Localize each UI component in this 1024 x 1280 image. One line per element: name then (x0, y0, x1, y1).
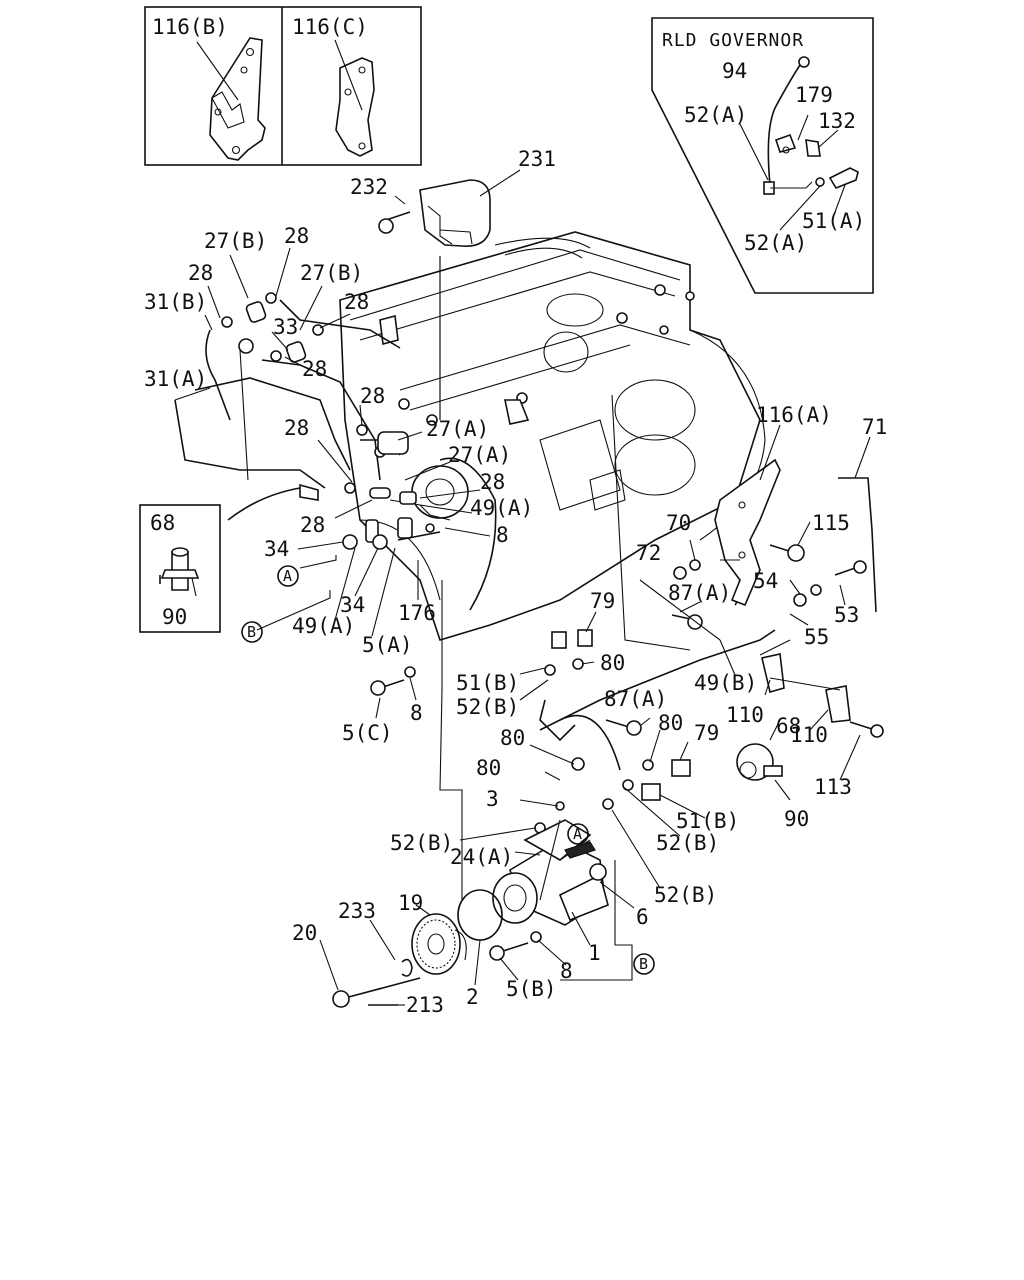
callout-28: 28 (188, 261, 213, 285)
rld-governor-title: RLD GOVERNOR (662, 30, 804, 51)
callout-116a: 116(A) (756, 403, 832, 427)
callout-115: 115 (812, 511, 850, 535)
label-clip-68: 68 (150, 511, 175, 535)
callout-213: 213 (406, 993, 444, 1017)
label-116b: 116(B) (152, 15, 228, 39)
callout-28: 28 (302, 357, 327, 381)
callout-176: 176 (398, 601, 436, 625)
callout-2: 2 (466, 985, 479, 1009)
callout-28: 28 (360, 384, 385, 408)
callout-53: 53 (834, 603, 859, 627)
ref-mark-a: A (573, 825, 582, 843)
ref-mark-a: A (283, 567, 292, 585)
callout-52b: 52(B) (656, 831, 719, 855)
callout-28: 28 (480, 470, 505, 494)
callout-94: 94 (722, 59, 747, 83)
callout-71: 71 (862, 415, 887, 439)
callout-27b: 27(B) (300, 261, 363, 285)
callout-110: 110 (726, 703, 764, 727)
callout-52a: 52(A) (684, 103, 747, 127)
callout-87a: 87(A) (604, 687, 667, 711)
callout-27a: 27(A) (426, 417, 489, 441)
callout-179: 179 (795, 83, 833, 107)
callout-80: 80 (500, 726, 525, 750)
callout-52b: 52(B) (654, 883, 717, 907)
callout-27b: 27(B) (204, 229, 267, 253)
callout-70: 70 (666, 511, 691, 535)
callout-90: 90 (784, 807, 809, 831)
injection-pump-assembly (332, 819, 609, 1008)
callout-8: 8 (410, 701, 423, 725)
callout-52b: 52(B) (456, 695, 519, 719)
callout-28: 28 (300, 513, 325, 537)
callout-20: 20 (292, 921, 317, 945)
callout-132: 132 (818, 109, 856, 133)
callout-3: 3 (486, 787, 499, 811)
inset-rld-governor: RLD GOVERNOR (651, 17, 874, 294)
callout-5b: 5(B) (506, 977, 557, 1001)
callout-80: 80 (658, 711, 683, 735)
callout-51b: 51(B) (456, 671, 519, 695)
callout-80: 80 (600, 651, 625, 675)
callout-68: 68 (776, 714, 801, 738)
reference-marks: A B A B (241, 565, 655, 975)
callout-55: 55 (804, 625, 829, 649)
callout-33: 33 (273, 315, 298, 339)
fuel-lines (174, 299, 877, 771)
callout-34: 34 (340, 593, 365, 617)
callout-113: 113 (814, 775, 852, 799)
inset-hose-clip: 68 90 (139, 487, 301, 633)
callout-79: 79 (590, 589, 615, 613)
callout-233: 233 (338, 899, 376, 923)
callout-51a: 51(A) (802, 209, 865, 233)
leader-lines (174, 169, 871, 1006)
label-clip-90: 90 (162, 605, 187, 629)
callout-52b: 52(B) (390, 831, 453, 855)
callout-28: 28 (284, 416, 309, 440)
bracket-116b-drawing (196, 37, 266, 161)
callout-27a: 27(A) (448, 443, 511, 467)
callout-28: 28 (284, 224, 309, 248)
callout-54: 54 (753, 569, 778, 593)
bracket-116c-drawing (334, 39, 375, 157)
label-116c: 116(C) (292, 15, 368, 39)
callout-52a: 52(A) (744, 231, 807, 255)
callout-31a: 31(A) (144, 367, 207, 391)
callout-49b: 49(B) (694, 671, 757, 695)
callout-80: 80 (476, 756, 501, 780)
callout-8: 8 (560, 959, 573, 983)
callout-19: 19 (398, 891, 423, 915)
callout-1: 1 (588, 941, 601, 965)
callout-49a: 49(A) (292, 614, 355, 638)
callout-31b: 31(B) (144, 290, 207, 314)
callout-28: 28 (344, 290, 369, 314)
callout-6: 6 (636, 905, 649, 929)
callout-5c: 5(C) (342, 721, 393, 745)
callout-110: 110 (790, 723, 828, 747)
callout-79: 79 (694, 721, 719, 745)
ref-mark-b: B (639, 955, 648, 973)
callout-72: 72 (636, 541, 661, 565)
callout-51b: 51(B) (676, 809, 739, 833)
callout-5a: 5(A) (362, 633, 413, 657)
fittings (221, 179, 884, 834)
callout-87a: 87(A) (668, 581, 731, 605)
callout-231: 231 (518, 147, 556, 171)
callout-8: 8 (496, 523, 509, 547)
callout-232: 232 (350, 175, 388, 199)
callout-34: 34 (264, 537, 289, 561)
callouts: 94 179 52(A) 132 51(A) 52(A) 231 232 27(… (144, 59, 887, 1017)
callout-24a: 24(A) (450, 845, 513, 869)
ref-mark-b: B (247, 623, 256, 641)
callout-49a: 49(A) (470, 496, 533, 520)
inset-brackets: 116(B) 116(C) (144, 6, 422, 166)
